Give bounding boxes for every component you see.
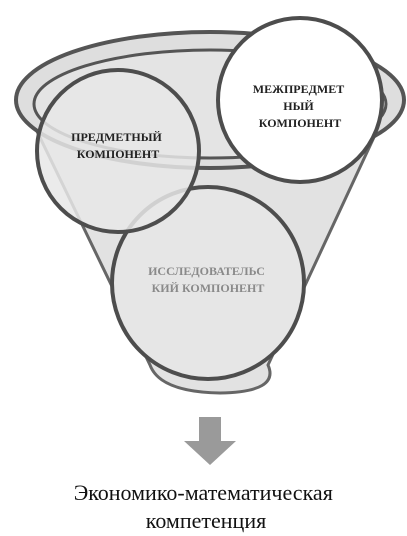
interdisciplinary-label-line-1: МЕЖПРЕДМЕТ <box>253 82 344 96</box>
down-arrow-icon <box>184 417 236 465</box>
result-line-2: компетенция <box>146 508 266 533</box>
subject-label-line-1: ПРЕДМЕТНЫЙ <box>71 130 162 144</box>
interdisciplinary-label-line-3: КОМПОНЕНТ <box>259 116 341 130</box>
research-label-line-1: ИССЛЕДОВАТЕЛЬС <box>148 264 265 278</box>
research-label-line-2: КИЙ КОМПОНЕНТ <box>152 281 265 295</box>
result-line-1: Экономико-математическая <box>74 480 333 505</box>
result-competence-label: Экономико-математическая компетенция <box>74 480 339 533</box>
interdisciplinary-label-line-2: НЫЙ <box>283 99 314 113</box>
subject-label-line-2: КОМПОНЕНТ <box>77 147 159 161</box>
